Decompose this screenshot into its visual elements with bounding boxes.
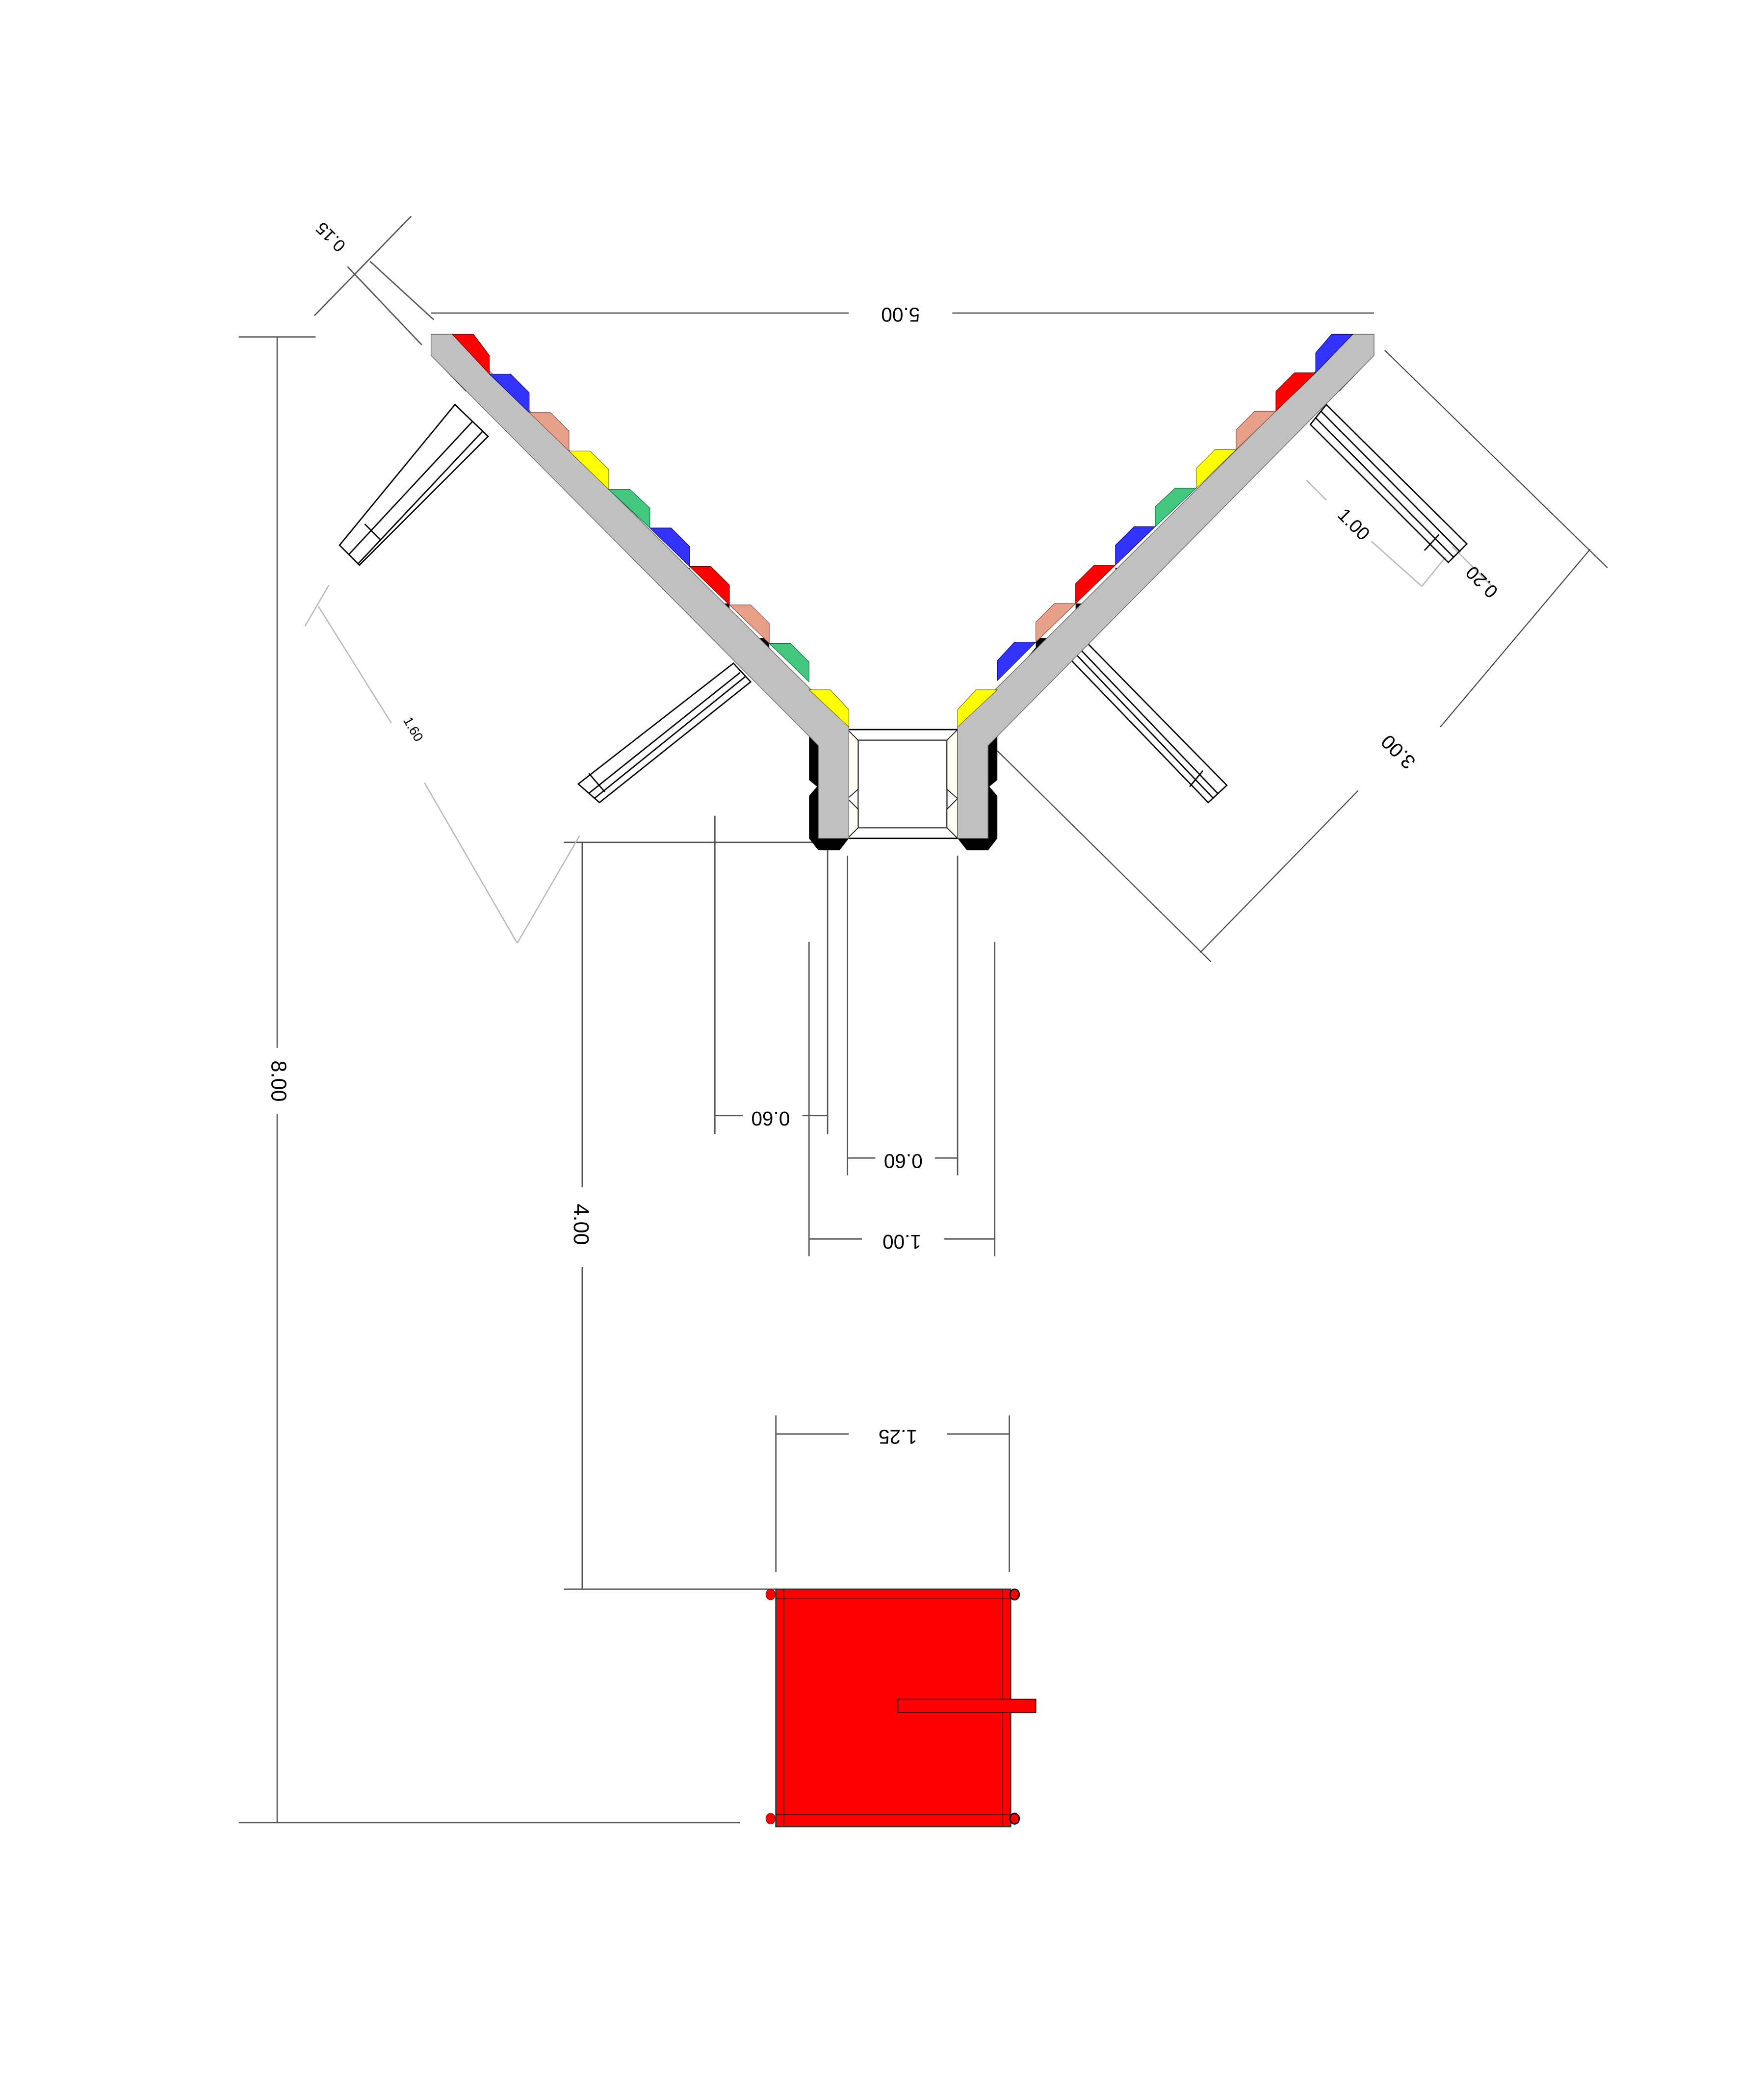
dimension-label-center-gap: 0.60 (884, 1150, 923, 1172)
dimension-label-offset-height: 4.00 (569, 1204, 593, 1245)
left-arm (431, 334, 850, 851)
dimension-base-width: 1.25 (775, 1415, 1010, 1572)
base-box-pin (765, 1813, 776, 1825)
tab-blue (997, 642, 1037, 681)
base-box-handle (897, 1699, 1037, 1713)
tab-salmon (728, 604, 770, 644)
base-box-pin (1009, 1588, 1020, 1601)
support-left-upper (338, 403, 489, 566)
tab-yellow (568, 450, 609, 490)
left-arm-tabs (451, 334, 849, 728)
tab-salmon (1036, 603, 1077, 643)
dimension-label-arm-length: 3.00 (1376, 730, 1420, 773)
base-box (765, 1588, 1037, 1828)
base-box-pin (765, 1589, 776, 1600)
dimension-label-support-width: 0.20 (1462, 562, 1502, 602)
right-arm-body (957, 334, 1375, 839)
dimension-support: 1.00 0.20 (1306, 479, 1502, 602)
tab-blue (489, 373, 530, 414)
dimension-support-spacing: 1.60 (304, 584, 580, 944)
tab-red (1075, 565, 1116, 604)
dimension-label-left-offset: 0.60 (751, 1107, 790, 1130)
dimension-overall-height: 8.00 (238, 336, 740, 1824)
dimension-top-width: 5.00 (431, 303, 1375, 326)
dimension-label-base-width: 1.25 (879, 1426, 917, 1448)
tab-green (1155, 488, 1197, 527)
tab-red (451, 334, 490, 375)
tab-salmon (528, 412, 570, 452)
dimension-label-center-width: 1.00 (882, 1231, 921, 1253)
dimension-label-support-length: 1.00 (1333, 504, 1374, 545)
tab-yellow (957, 689, 998, 728)
dimension-arm-thickness: 0.15 (312, 215, 435, 345)
tab-blue (1115, 526, 1156, 566)
base-box-pin (1009, 1812, 1020, 1825)
support-right-lower (1070, 642, 1228, 804)
tab-red (1275, 372, 1317, 412)
tab-salmon (1236, 411, 1277, 450)
center-block (847, 729, 959, 839)
dimension-label-top-width: 5.00 (881, 303, 920, 326)
tab-blue (1315, 334, 1354, 374)
tab-yellow (808, 689, 849, 728)
tab-green (768, 643, 809, 682)
dimension-center-gap: 0.60 (847, 855, 959, 1176)
dimension-left-offset: 0.60 (714, 815, 829, 1134)
support-left-lower (577, 662, 752, 804)
tab-green (608, 489, 650, 529)
dimension-arm-length: 3.00 (997, 350, 1608, 962)
dimension-label-support-spacing: 1.60 (400, 714, 426, 744)
left-arm-body (431, 334, 850, 839)
support-right-upper (1309, 403, 1468, 564)
dimension-offset-height: 4.00 (564, 841, 823, 1590)
dimension-label-arm-thickness: 0.15 (312, 218, 349, 256)
right-arm-tabs (957, 334, 1354, 728)
dimension-center-width: 1.00 (808, 942, 996, 1257)
tab-yellow (1196, 449, 1237, 489)
tab-red (689, 566, 730, 606)
dimension-label-overall-height: 8.00 (267, 1060, 290, 1101)
tab-blue (649, 527, 690, 567)
